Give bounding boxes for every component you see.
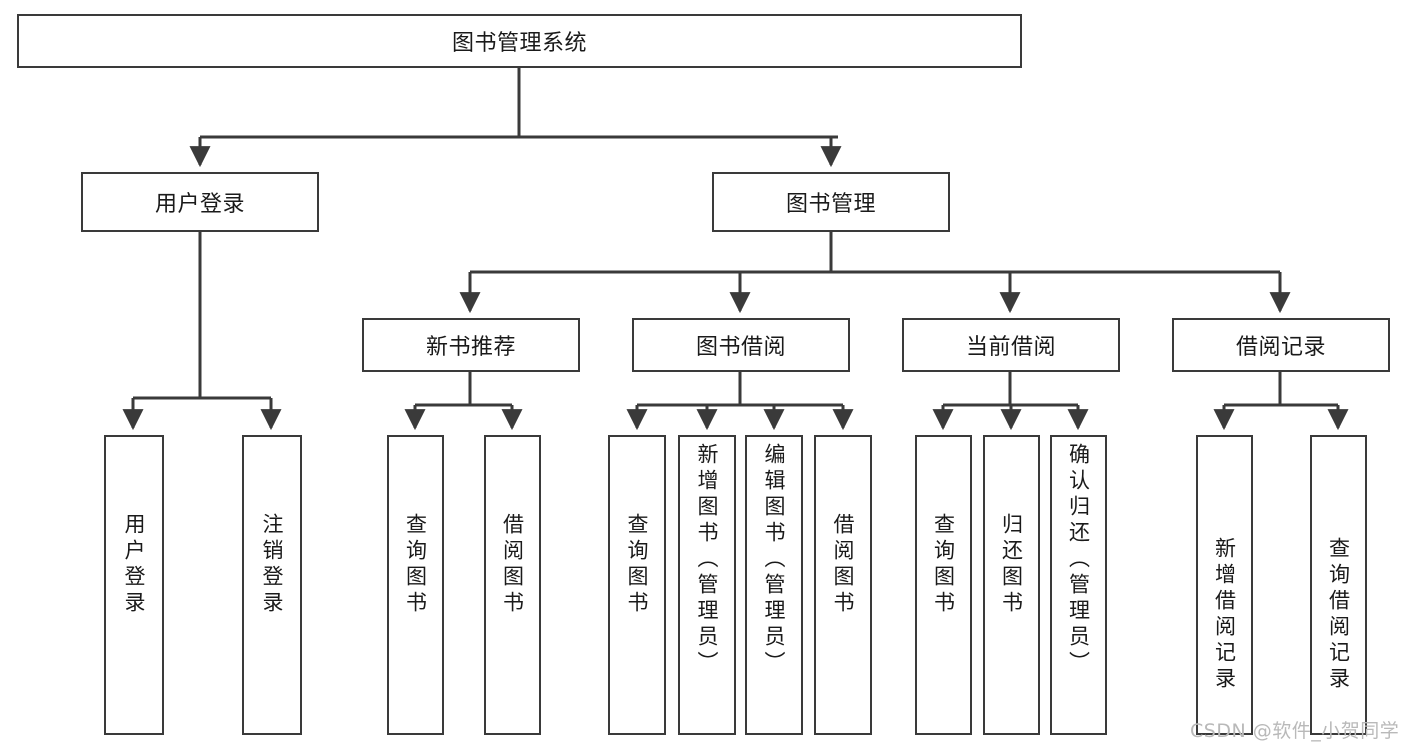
node-label: 借阅图书	[500, 513, 525, 617]
node-new-book-recommend[interactable]: 新书推荐	[362, 318, 580, 372]
leaf-add-book-admin[interactable]: 新增图书（管理员）	[678, 435, 736, 735]
node-label: 用户登录	[154, 192, 245, 217]
node-label: 图书管理系统	[451, 31, 587, 56]
node-book-management[interactable]: 图书管理	[712, 172, 950, 232]
node-book-borrow[interactable]: 图书借阅	[632, 318, 850, 372]
node-label: 查询图书	[625, 513, 650, 617]
leaf-query-book-current[interactable]: 查询图书	[915, 435, 972, 735]
leaf-query-book-recommend[interactable]: 查询图书	[387, 435, 444, 735]
leaf-confirm-return-admin[interactable]: 确认归还（管理员）	[1050, 435, 1107, 735]
node-label: 当前借阅	[965, 335, 1056, 360]
node-label: 用户登录	[122, 513, 147, 617]
node-label: 查询借阅记录	[1326, 537, 1351, 693]
node-label: 新增图书（管理员）	[695, 443, 720, 677]
node-label: 新增借阅记录	[1212, 537, 1237, 693]
leaf-edit-book-admin[interactable]: 编辑图书（管理员）	[745, 435, 803, 735]
leaf-query-borrow-record[interactable]: 查询借阅记录	[1310, 435, 1367, 735]
node-root[interactable]: 图书管理系统	[17, 14, 1022, 68]
leaf-logout[interactable]: 注销登录	[242, 435, 302, 735]
leaf-return-book[interactable]: 归还图书	[983, 435, 1040, 735]
leaf-user-login[interactable]: 用户登录	[104, 435, 164, 735]
node-label: 新书推荐	[425, 335, 516, 360]
node-label: 确认归还（管理员）	[1066, 443, 1091, 677]
leaf-query-book-borrow[interactable]: 查询图书	[608, 435, 666, 735]
node-label: 查询图书	[931, 513, 956, 617]
csdn-watermark: CSDN @软件_小贺同学	[1190, 720, 1400, 742]
node-current-borrow[interactable]: 当前借阅	[902, 318, 1120, 372]
node-label: 图书管理	[785, 192, 876, 217]
node-label: 借阅图书	[831, 513, 856, 617]
leaf-borrow-book[interactable]: 借阅图书	[814, 435, 872, 735]
leaf-add-borrow-record[interactable]: 新增借阅记录	[1196, 435, 1253, 735]
node-label: 编辑图书（管理员）	[762, 443, 787, 677]
node-label: 注销登录	[260, 513, 285, 617]
node-label: 查询图书	[403, 513, 428, 617]
node-borrow-record[interactable]: 借阅记录	[1172, 318, 1390, 372]
node-label: 图书借阅	[695, 335, 786, 360]
node-user-login[interactable]: 用户登录	[81, 172, 319, 232]
node-label: 归还图书	[999, 513, 1024, 617]
leaf-borrow-book-recommend[interactable]: 借阅图书	[484, 435, 541, 735]
node-label: 借阅记录	[1235, 335, 1326, 360]
